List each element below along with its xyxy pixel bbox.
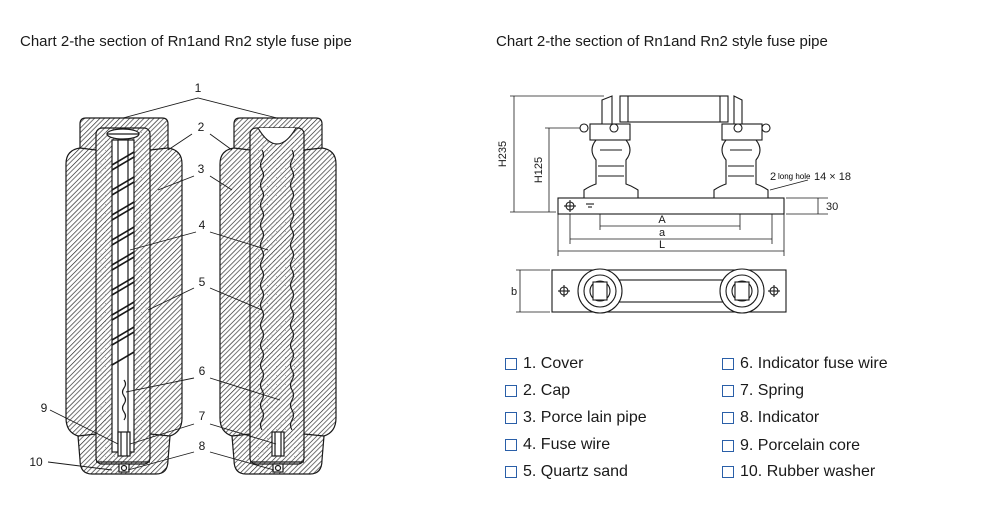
legend-num: 2. <box>523 382 537 399</box>
fuse-tube-elevation <box>619 95 729 123</box>
dim-h235: H235 <box>497 141 509 167</box>
fuse-wire-helix <box>111 151 135 366</box>
legend-text: Spring <box>757 382 805 399</box>
legend-item-1: 1. Cover <box>505 355 583 373</box>
elevation-view <box>510 95 828 256</box>
legend-num: 7. <box>740 382 754 399</box>
dim-L: L <box>659 239 665 251</box>
plan-view <box>516 268 787 314</box>
spring-left <box>117 431 131 457</box>
legend-item-10: 10. Rubber washer <box>722 463 875 481</box>
callout-numbers: 1 2 3 4 5 6 7 8 9 10 <box>29 81 205 469</box>
callout-5: 5 <box>199 275 206 289</box>
checkbox-icon <box>505 385 517 397</box>
callout-2: 2 <box>198 120 205 134</box>
checkbox-icon <box>722 412 734 424</box>
callout-7: 7 <box>199 409 206 423</box>
indicator-left <box>118 463 130 473</box>
callout-10: 10 <box>29 455 43 469</box>
dim-b: b <box>511 286 517 298</box>
dim-thickness: 30 <box>826 201 838 213</box>
inner-cavity-right <box>249 127 305 465</box>
legend-text: Cover <box>540 355 584 372</box>
legend-num: 8. <box>740 409 754 426</box>
legend-text: Porce lain pipe <box>540 409 647 426</box>
checkbox-icon <box>505 466 517 478</box>
legend-num: 1. <box>523 355 537 372</box>
legend-text: Porcelain core <box>757 437 861 454</box>
dim-A: A <box>658 214 666 226</box>
indicator-right <box>272 463 284 473</box>
indicator-fuse-wire-left <box>121 379 127 421</box>
dim-hole-small: long hole <box>778 172 811 181</box>
legend-item-5: 5. Quartz sand <box>505 463 628 481</box>
legend-item-8: 8. Indicator <box>722 409 819 427</box>
legend-num: 9. <box>740 437 754 454</box>
legend-item-6: 6. Indicator fuse wire <box>722 355 888 373</box>
elevation-dimensions: H235 H125 2 long hole 14 × 18 30 A a L <box>497 141 851 251</box>
callout-8: 8 <box>199 439 206 453</box>
checkbox-icon <box>722 385 734 397</box>
fuse-wire-wavy-1 <box>259 149 265 431</box>
spring-right <box>271 431 285 457</box>
dim-hole-size: 14 × 18 <box>814 171 851 183</box>
checkbox-icon <box>505 412 517 424</box>
insulator-left <box>583 139 639 199</box>
legend-item-9: 9. Porcelain core <box>722 437 860 455</box>
callout-9: 9 <box>41 401 48 415</box>
callout-3: 3 <box>198 162 205 176</box>
legend-item-3: 3. Porce lain pipe <box>505 409 647 427</box>
legend-text: Indicator fuse wire <box>757 355 888 372</box>
fuse-tube-right <box>219 117 337 475</box>
legend-num: 4. <box>523 436 537 453</box>
dim-a: a <box>659 227 666 239</box>
legend-num: 5. <box>523 463 537 480</box>
left-title: Chart 2-the section of Rn1and Rn2 style … <box>20 33 352 50</box>
legend-text: Rubber washer <box>766 463 876 480</box>
legend-item-2: 2. Cap <box>505 382 570 400</box>
dim-h125: H125 <box>533 157 545 183</box>
checkbox-icon <box>505 358 517 370</box>
callout-leaders <box>47 97 281 471</box>
dim-hole-prefix: 2 <box>770 171 776 183</box>
callout-1: 1 <box>195 81 202 95</box>
checkbox-icon <box>505 439 517 451</box>
callout-4: 4 <box>199 218 206 232</box>
legend-item-7: 7. Spring <box>722 382 804 400</box>
legend-num: 6. <box>740 355 754 372</box>
legend-num: 3. <box>523 409 537 426</box>
fuse-tube-left <box>65 117 183 475</box>
legend-num: 10. <box>740 463 763 480</box>
checkbox-icon <box>722 440 734 452</box>
legend-text: Cap <box>540 382 571 399</box>
insulator-right <box>713 139 769 199</box>
callout-6: 6 <box>199 364 206 378</box>
legend-text: Quartz sand <box>540 463 628 480</box>
legend-item-4: 4. Fuse wire <box>505 436 610 454</box>
right-title: Chart 2-the section of Rn1and Rn2 style … <box>496 33 828 50</box>
checkbox-icon <box>722 466 734 478</box>
legend-text: Indicator <box>757 409 820 426</box>
fuse-wire-wavy-2 <box>289 149 295 431</box>
legend-text: Fuse wire <box>540 436 611 453</box>
checkbox-icon <box>722 358 734 370</box>
base-plate <box>557 197 785 215</box>
